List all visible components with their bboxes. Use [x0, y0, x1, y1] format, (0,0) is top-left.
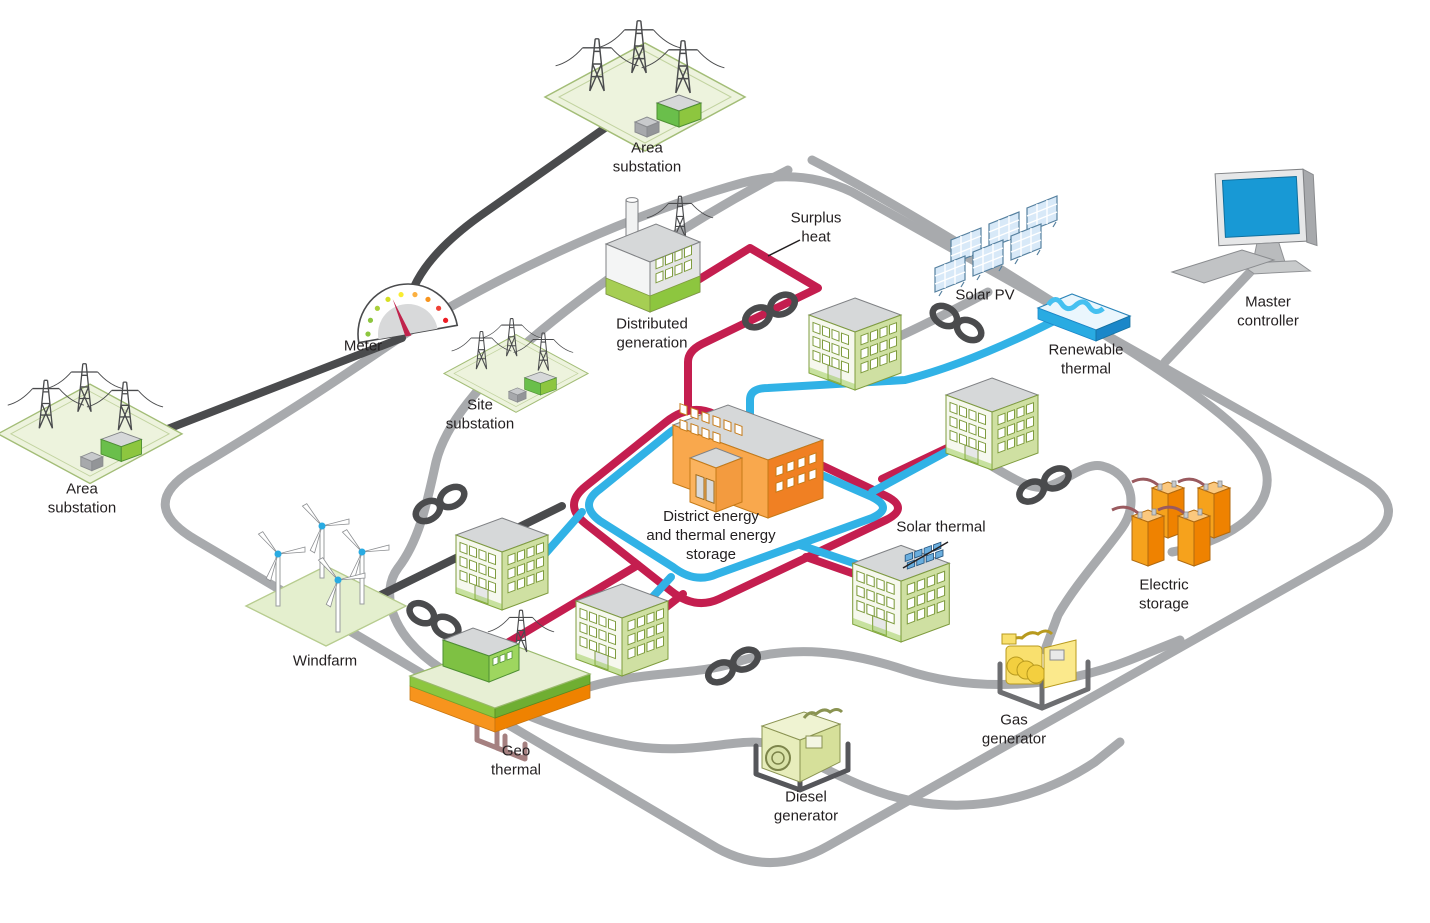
- solar-thermal-building-icon: [853, 541, 950, 642]
- area-substation-left-icon: [0, 364, 182, 484]
- label-area-substation-top: Area substation: [612, 139, 682, 175]
- district-energy-storage-building-icon: [671, 402, 825, 519]
- label-meter: Meter: [343, 337, 383, 355]
- chain-link-connector-icon: [406, 599, 462, 641]
- windfarm-icon: [244, 502, 408, 647]
- heat-surplus-line: [684, 244, 822, 412]
- apartment-building-icon: [576, 584, 668, 676]
- label-site-substation: Site substation: [445, 396, 515, 432]
- label-gas-generator: Gas generator: [981, 711, 1047, 747]
- label-renewable-thermal: Renewable thermal: [1048, 341, 1124, 377]
- distributed-generation-factory-icon: [604, 195, 714, 313]
- feed-area-substation-left: [161, 334, 406, 434]
- label-surplus-heat: Surplus heat: [790, 209, 842, 245]
- renewable-thermal-icon: [1036, 293, 1132, 342]
- chain-link-connector-icon: [412, 483, 468, 526]
- label-electric-storage: Electric storage: [1138, 576, 1190, 612]
- label-diesel-generator: Diesel generator: [773, 788, 839, 824]
- master-controller-icon: [1170, 168, 1318, 284]
- apartment-building-icon: [809, 298, 901, 390]
- electric-network-lines: [160, 155, 1393, 867]
- label-solar-pv: Solar PV: [955, 286, 1015, 304]
- thermal-renewable-branch: [746, 318, 1056, 426]
- apartment-building-icon: [946, 378, 1038, 470]
- surplus-heat-pointer: [767, 239, 801, 257]
- area-substation-top-icon: [545, 21, 745, 151]
- solar-thermal-pointer: [902, 541, 949, 569]
- chain-link-connector-icon: [742, 291, 798, 332]
- thermal-branch-b2: [868, 448, 950, 496]
- diesel-generator-icon: [753, 708, 851, 793]
- meter-tick-dots: [365, 291, 449, 337]
- label-pointer-lines: [767, 239, 949, 569]
- label-master-controller: Master controller: [1237, 293, 1299, 329]
- label-area-substation-left: Area substation: [47, 480, 117, 516]
- label-geo-thermal: Geo thermal: [490, 742, 542, 778]
- electric-northeast-line: [807, 155, 1272, 557]
- label-district-energy: District energy and thermal energy stora…: [646, 507, 776, 563]
- meter-gauge-icon: [357, 283, 459, 344]
- gas-generator-icon: [997, 629, 1091, 711]
- chain-link-connector-icon: [705, 646, 761, 687]
- label-windfarm: Windfarm: [292, 652, 358, 670]
- geo-thermal-icon: [408, 609, 592, 762]
- solar-pv-array-icon: [934, 195, 1058, 297]
- roof-solar-panels: [904, 541, 944, 570]
- apartment-building-icon: [456, 518, 548, 610]
- meter-needle: [392, 299, 412, 337]
- label-distributed-generation: Distributed generation: [616, 315, 688, 351]
- electric-gas-generator-line: [985, 460, 1136, 655]
- label-solar-thermal: Solar thermal: [896, 518, 986, 536]
- electric-master-controller-branch: [1160, 265, 1257, 367]
- chain-link-connector-icon: [1016, 464, 1072, 505]
